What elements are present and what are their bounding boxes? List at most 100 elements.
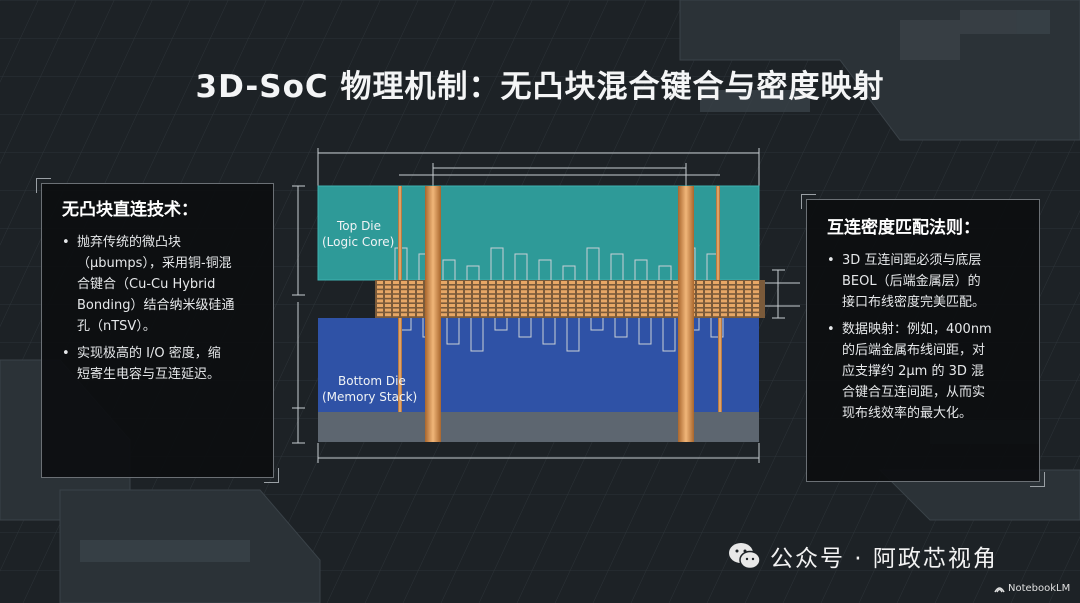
bond-pad	[393, 281, 399, 284]
bond-pad	[657, 285, 663, 289]
bullet-line: BEOL（后端金属层）的	[842, 274, 981, 289]
bond-pad	[449, 285, 455, 289]
bond-pad	[649, 290, 655, 294]
bond-pad	[657, 290, 663, 294]
bond-pad	[529, 308, 535, 312]
bond-pad	[537, 294, 543, 298]
bond-pad	[417, 304, 423, 307]
bond-pad	[545, 304, 551, 307]
bond-pad	[409, 281, 415, 284]
notebooklm-logo-icon	[994, 587, 1005, 593]
bond-pad	[721, 290, 727, 294]
bond-pad	[521, 285, 527, 289]
bond-pad	[737, 308, 743, 312]
bond-pad	[489, 285, 495, 289]
bond-pad	[377, 299, 383, 303]
bond-pad	[625, 290, 631, 294]
bond-pad	[625, 304, 631, 307]
bond-pad	[417, 281, 423, 284]
bond-pad	[473, 308, 479, 312]
bond-pad	[721, 308, 727, 312]
bond-pad	[569, 313, 575, 317]
bond-pad	[593, 304, 599, 307]
bond-pad	[633, 304, 639, 307]
bond-pad	[409, 285, 415, 289]
bond-pad	[577, 290, 583, 294]
bond-pad	[577, 308, 583, 312]
bond-pad	[705, 294, 711, 298]
bond-pad	[409, 294, 415, 298]
bond-pad	[721, 313, 727, 317]
bond-pad	[713, 304, 719, 307]
left-panel-heading: 无凸块直连技术：	[62, 200, 198, 220]
tsv-thin-2	[716, 186, 720, 280]
bond-pad	[641, 285, 647, 289]
bond-pad	[473, 313, 479, 317]
bond-pad	[609, 299, 615, 303]
bond-pad	[569, 294, 575, 298]
bond-pad	[641, 308, 647, 312]
bond-pad	[625, 281, 631, 284]
bond-pad	[457, 285, 463, 289]
bullet-line: 现布线效率的最大化。	[842, 406, 973, 421]
wire-trace	[638, 318, 652, 345]
bond-pad	[641, 294, 647, 298]
bond-pad	[417, 308, 423, 312]
bond-pad	[569, 285, 575, 289]
bond-pad	[489, 294, 495, 298]
bond-pad	[377, 304, 383, 307]
bond-pad	[441, 308, 447, 312]
bond-pad	[481, 285, 487, 289]
bond-pad	[529, 313, 535, 317]
bond-pad	[577, 281, 583, 284]
bond-pad	[561, 290, 567, 294]
bond-pad	[457, 294, 463, 298]
bond-pad	[553, 294, 559, 298]
bond-pad	[657, 313, 663, 317]
bond-pad	[649, 308, 655, 312]
bond-pad	[473, 290, 479, 294]
wire-trace	[710, 318, 724, 338]
bond-pad	[569, 304, 575, 307]
bond-pad	[457, 281, 463, 284]
bond-pad	[409, 299, 415, 303]
bond-pad	[521, 294, 527, 298]
bond-pad	[481, 299, 487, 303]
bond-pad	[441, 294, 447, 298]
bond-pad	[649, 294, 655, 298]
bond-pad	[737, 294, 743, 298]
bond-pad	[577, 299, 583, 303]
bond-pad	[753, 294, 759, 298]
bond-pad	[385, 290, 391, 294]
bond-pad	[377, 308, 383, 312]
left-panel-bullets: 抛弃传统的微凸块 （μbumps），采用铜-铜混 合键合（Cu-Cu Hybri…	[62, 232, 259, 385]
bond-pad	[617, 281, 623, 284]
bond-pad	[729, 290, 735, 294]
bond-pad	[545, 285, 551, 289]
bond-pad	[489, 313, 495, 317]
bond-pad	[473, 285, 479, 289]
bond-pad	[745, 281, 751, 284]
right-bullet-1: 3D 互连间距必须与底层 BEOL（后端金属层）的 接口布线密度完美匹配。	[827, 250, 1025, 313]
bond-pad	[409, 290, 415, 294]
bond-pad	[457, 290, 463, 294]
bond-pad	[497, 281, 503, 284]
bond-pad	[401, 294, 407, 298]
right-panel-bullets: 3D 互连间距必须与底层 BEOL（后端金属层）的 接口布线密度完美匹配。 数据…	[827, 250, 1025, 424]
bond-pad	[537, 285, 543, 289]
bond-pad	[633, 313, 639, 317]
bond-pad	[393, 304, 399, 307]
density-matching-panel: 互连密度匹配法则： 3D 互连间距必须与底层 BEOL（后端金属层）的 接口布线…	[801, 194, 1045, 487]
bullet-line: 合键合互连间距，从而实	[842, 385, 986, 400]
bond-pad	[753, 281, 759, 284]
bond-pad	[673, 281, 679, 284]
bond-pad	[697, 304, 703, 307]
bond-pad	[505, 281, 511, 284]
bond-pad	[521, 299, 527, 303]
panel-corner	[264, 468, 279, 483]
wire-trace	[466, 265, 480, 280]
bond-pad	[417, 285, 423, 289]
bond-pad	[473, 294, 479, 298]
bond-pad	[673, 285, 679, 289]
